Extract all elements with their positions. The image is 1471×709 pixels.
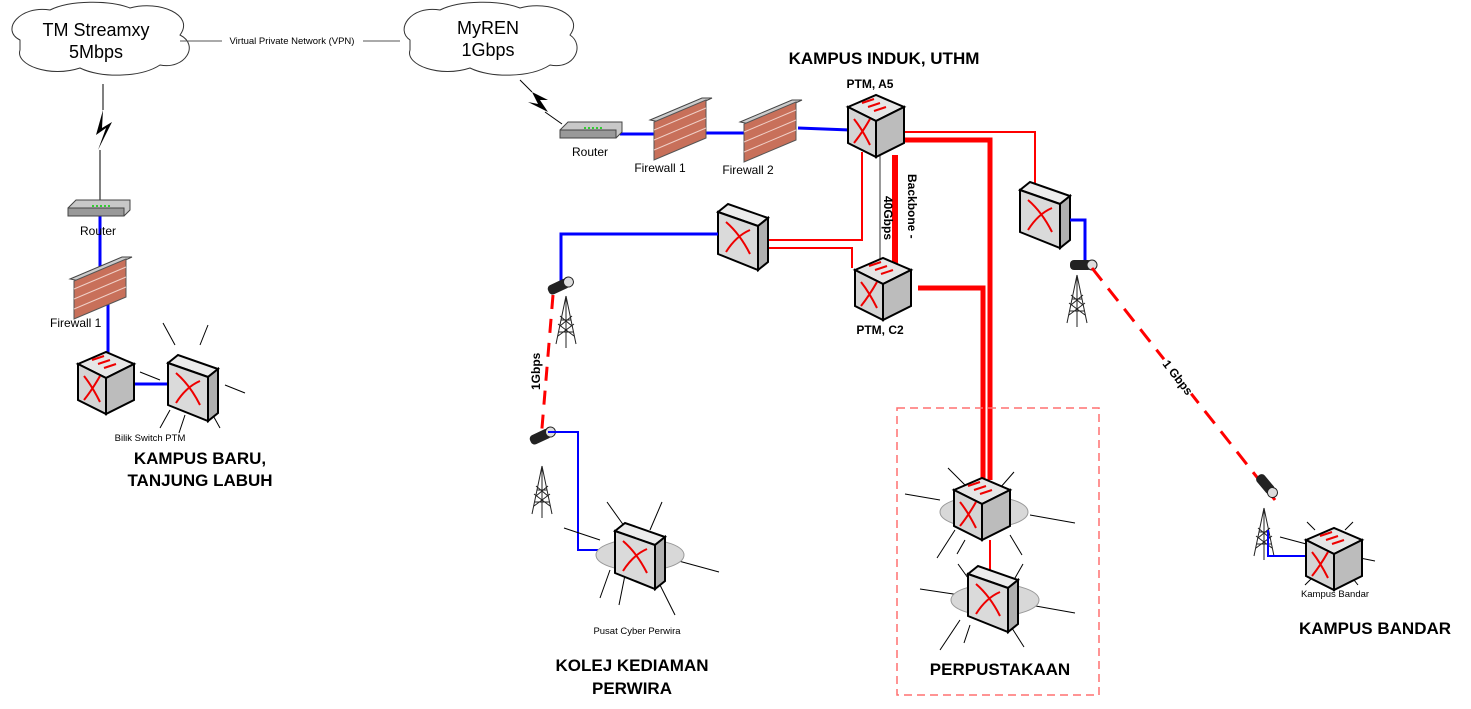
cloud-myren-line2: 1Gbps	[461, 40, 514, 60]
tower-icon	[1066, 274, 1088, 328]
core-switch-icon	[77, 351, 135, 415]
kb-switch-label: Bilik Switch PTM	[115, 433, 186, 444]
kb-router-label: Router	[80, 224, 116, 238]
link-switch-dish	[559, 232, 718, 284]
switch-icon	[1279, 521, 1376, 591]
red-links	[768, 131, 1036, 575]
switch-icon	[139, 322, 246, 434]
tower-icon	[531, 465, 553, 519]
core-switch-a5-icon	[847, 94, 905, 158]
backbone-speed: 40Gbps	[881, 196, 895, 240]
lightning-icon	[96, 84, 112, 200]
wireless-link-1gbps-bandar	[1090, 267, 1277, 501]
switch-icon	[1019, 181, 1071, 249]
kolej-site-line1: KOLEJ KEDIAMAN	[555, 656, 708, 675]
cloud-tm-line1: TM Streamxy	[42, 20, 149, 40]
link-label-bg	[1162, 350, 1202, 396]
ki-firewall2-label: Firewall 2	[722, 163, 774, 177]
perpustakaan-boundary	[896, 407, 1100, 696]
kolej-switch-label: Pusat Cyber Perwira	[593, 626, 681, 637]
cloud-tm-line2: 5Mbps	[69, 42, 123, 62]
cloud-tm-streamxy: TM Streamxy 5Mbps	[11, 1, 190, 76]
lightning-icon	[519, 79, 563, 125]
switch-icon	[717, 203, 769, 271]
cloud-myren: MyREN 1Gbps	[403, 1, 578, 76]
router-icon	[67, 199, 131, 217]
ki-firewall1-label: Firewall 1	[634, 161, 686, 175]
backbone-label: Backbone -	[905, 174, 919, 239]
bandar-switch-label: Kampus Bandar	[1301, 589, 1369, 600]
link-switch-dish	[1070, 218, 1087, 265]
kb-firewall-label: Firewall 1	[50, 316, 102, 330]
switch-icon	[563, 501, 720, 616]
switch-icon	[904, 467, 1076, 559]
perpustakaan-site: PERPUSTAKAAN	[930, 660, 1070, 679]
ptm-c2-label: PTM, C2	[856, 323, 904, 337]
router-icon	[559, 121, 623, 139]
tower-icon	[1253, 507, 1275, 561]
ptm-a5-label: PTM, A5	[847, 77, 894, 91]
firewall-icon	[69, 256, 133, 320]
firewall-icon	[649, 97, 713, 161]
cloud-myren-line1: MyREN	[457, 18, 519, 38]
firewall-icon	[739, 99, 803, 163]
core-switch-c2-icon	[854, 257, 912, 321]
kolej-link-label: 1Gbps	[529, 352, 543, 390]
bandar-site: KAMPUS BANDAR	[1299, 619, 1451, 638]
link-fw2-core	[797, 126, 851, 132]
kb-site-line2: TANJUNG LABUH	[127, 471, 272, 490]
wireless-link-1gbps	[539, 294, 555, 441]
kolej-site-line2: PERWIRA	[592, 679, 672, 698]
tower-icon	[555, 295, 577, 349]
ki-router-label: Router	[572, 145, 608, 159]
link-dish-switch	[1267, 530, 1306, 557]
kb-site-line1: KAMPUS BARU,	[134, 449, 266, 468]
vpn-label: Virtual Private Network (VPN)	[230, 36, 355, 47]
ki-title: KAMPUS INDUK, UTHM	[789, 49, 980, 68]
switch-icon	[919, 563, 1076, 651]
dish-icon	[1254, 471, 1281, 501]
link-dish-switch	[548, 431, 598, 551]
